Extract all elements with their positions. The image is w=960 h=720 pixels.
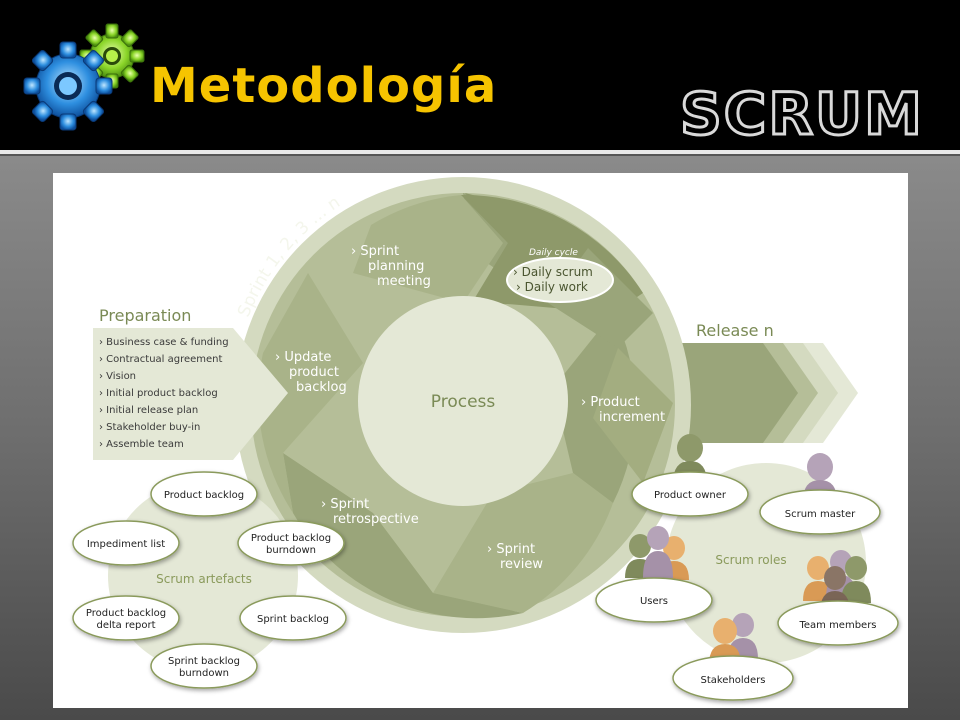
role-stakeholders: Stakeholders (700, 675, 765, 686)
daily-scrum: › Daily scrum (513, 265, 593, 279)
role-team-members: Team members (798, 620, 876, 631)
blue-gear-icon (23, 41, 113, 131)
artefact-pb-burndown-2: burndown (266, 545, 316, 556)
gears-icon (23, 23, 145, 131)
artefact-pb-burndown-1: Product backlog (251, 533, 331, 544)
prep-item: › Business case & funding (99, 337, 229, 348)
scrum-artefacts: Scrum artefacts Product backlog Impedime… (72, 471, 347, 689)
role-scrum-master: Scrum master (785, 509, 856, 520)
step-update-3: backlog (296, 380, 347, 395)
process-label: Process (431, 392, 496, 412)
header-divider-shadow (0, 154, 960, 156)
role-users: Users (640, 596, 668, 607)
artefacts-title: Scrum artefacts (156, 572, 252, 586)
artefact-delta-1: Product backlog (86, 608, 166, 619)
scrum-roles: Scrum roles Product owner Scrum master U… (595, 434, 899, 701)
release-label: Release n (696, 321, 774, 340)
artefact-sb-burndown-2: burndown (179, 668, 229, 679)
header-bar (0, 0, 960, 150)
daily-cycle-label: Daily cycle (529, 248, 578, 258)
users-icon (625, 526, 689, 580)
prep-item: › Initial release plan (99, 405, 198, 416)
prep-item: › Stakeholder buy-in (99, 422, 200, 433)
scrum-diagram: Release n Process Sprint 1, 2, 3 … n Spr… (53, 173, 908, 708)
prep-item: › Initial product backlog (99, 388, 218, 399)
artefact-sb-burndown-1: Sprint backlog (168, 656, 240, 667)
prep-item: › Contractual agreement (99, 354, 223, 365)
artefact-sprint-backlog: Sprint backlog (257, 614, 329, 625)
daily-cycle: Daily cycle › Daily scrum › Daily work (506, 248, 614, 303)
process-circle (358, 296, 568, 506)
step-retro-2: retrospective (333, 512, 419, 527)
step-retro-1: › Sprint (321, 497, 369, 512)
artefact-product-backlog: Product backlog (164, 490, 244, 501)
page-subtitle: SCRUM (679, 79, 924, 150)
step-planning-3: meeting (377, 274, 431, 289)
step-planning-1: › Sprint (351, 244, 399, 259)
header-divider (0, 150, 960, 154)
step-increment-2: increment (599, 410, 665, 425)
page-title: Metodología (150, 58, 498, 114)
step-review-2: review (500, 557, 543, 572)
roles-title: Scrum roles (715, 553, 786, 567)
step-planning-2: planning (368, 259, 424, 274)
daily-work: › Daily work (516, 280, 588, 294)
step-update-1: › Update (275, 350, 331, 365)
prep-item: › Assemble team (99, 439, 184, 450)
preparation-box: Preparation › Business case & funding › … (93, 306, 288, 460)
artefact-impediment-list: Impediment list (87, 539, 165, 550)
artefact-delta-2: delta report (96, 620, 155, 631)
step-review-1: › Sprint (487, 542, 535, 557)
role-product-owner: Product owner (654, 490, 727, 501)
preparation-title: Preparation (99, 306, 191, 325)
step-increment-1: › Product (581, 395, 640, 410)
sprint-cycle-arrow (661, 273, 673, 285)
prep-item: › Vision (99, 371, 136, 382)
step-update-2: product (289, 365, 339, 380)
